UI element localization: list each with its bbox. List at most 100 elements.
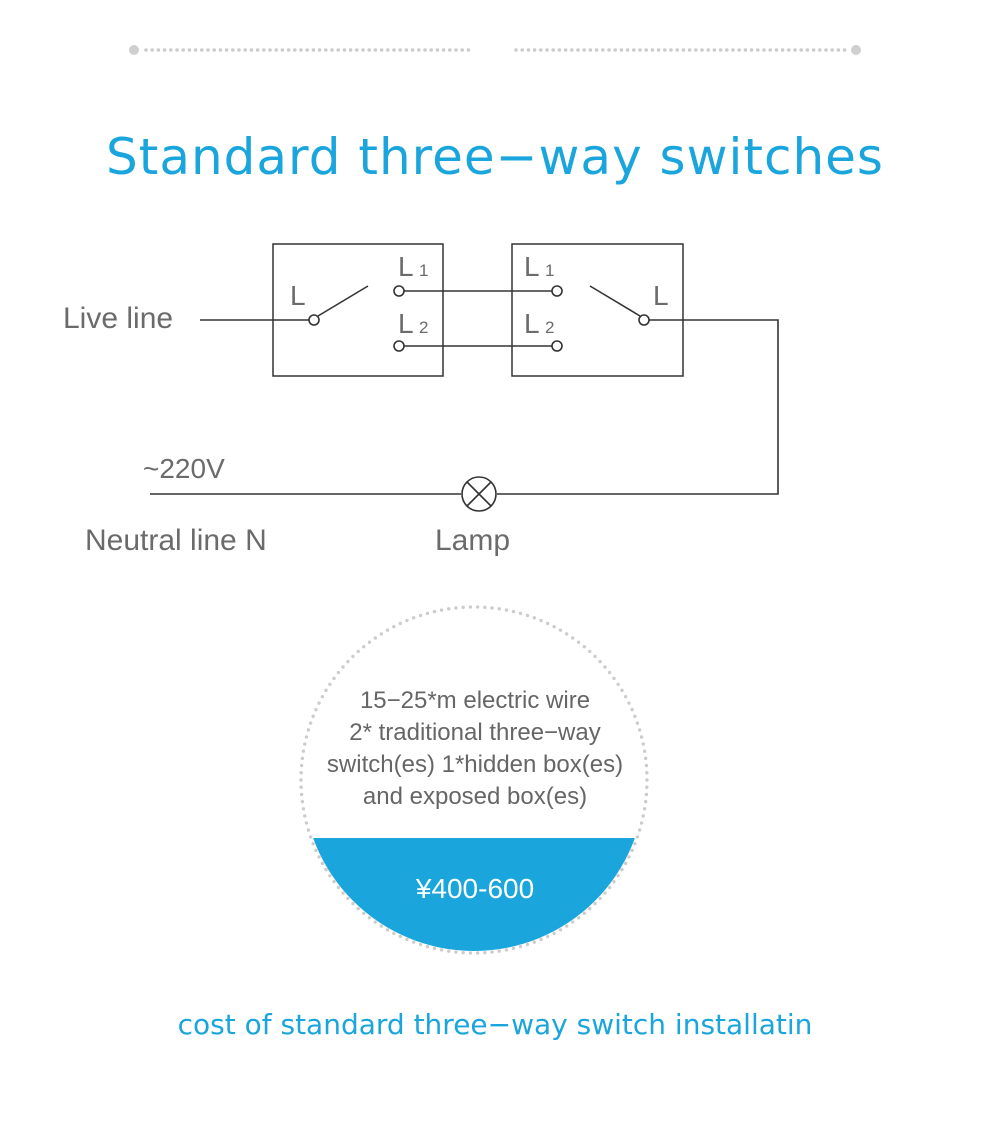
divider-dot [663, 48, 667, 52]
circle-border-dot [643, 799, 648, 804]
circle-border-dot [468, 951, 473, 955]
circle-border-dot [328, 682, 332, 686]
circle-border-dot [439, 948, 444, 952]
circle-border-dot [336, 885, 341, 890]
divider-dot [675, 48, 679, 52]
divider-dot [187, 48, 192, 52]
divider-dot [169, 48, 173, 52]
circle-border-dot [483, 950, 487, 955]
divider-dot [756, 48, 760, 52]
circle-border-dot [552, 624, 556, 629]
circle-border-dot [627, 701, 631, 705]
circle-border-dot [299, 792, 304, 797]
circle-border-dot [418, 613, 423, 618]
circle-border-dot [607, 885, 612, 890]
divider-dot [429, 48, 434, 52]
divider-dot [435, 48, 440, 52]
divider-dot [706, 48, 710, 52]
switch1-lever [317, 285, 369, 317]
divider-dot [293, 48, 297, 52]
circle-border-dot [300, 756, 305, 761]
cost-line-2: 2* traditional three−way [349, 719, 601, 746]
divider-dot [448, 48, 452, 52]
circle-border-dot [511, 609, 516, 614]
circle-border-dot [367, 640, 372, 644]
circle-border-dot [385, 628, 390, 632]
circle-border-dot [367, 916, 372, 920]
circle-border-dot [432, 609, 437, 614]
circle-border-dot [545, 934, 550, 939]
divider-dot [694, 48, 698, 52]
circle-border-dot [639, 735, 644, 739]
circle-border-dot [637, 728, 642, 732]
circle-border-dot [598, 659, 602, 664]
switch1-l2-subscript: 2 [419, 318, 428, 337]
divider-dot [818, 48, 822, 52]
switch2-common-terminal [638, 314, 650, 326]
circle-border-dot [320, 694, 325, 699]
divider-end-left [129, 45, 139, 55]
circle-border-dot [644, 792, 649, 797]
cost-circle-dotted-border [299, 605, 649, 955]
cost-line-1: 15−25*m electric wire [359, 687, 591, 714]
divider-dot [638, 48, 642, 52]
divider-dot [712, 48, 717, 52]
divider-dot [200, 48, 204, 52]
divider-dot [570, 48, 574, 52]
circle-border-dot [392, 624, 396, 629]
circle-border-dot [558, 928, 563, 932]
circle-border-dot [328, 874, 332, 878]
circle-border-dot [299, 785, 303, 789]
top-divider [129, 45, 861, 55]
divider-dot [743, 48, 748, 52]
divider-dot [718, 48, 723, 52]
divider-dot [280, 48, 285, 52]
divider-dot [725, 48, 729, 52]
divider-dot [619, 48, 624, 52]
divider-dot [737, 48, 741, 52]
cost-description: 15−25*m electric wire 2* traditional thr… [300, 685, 650, 813]
divider-dot [532, 48, 537, 52]
divider-dot [687, 48, 692, 52]
divider-dot [268, 48, 272, 52]
divider-dot [392, 48, 396, 52]
divider-dot [601, 48, 605, 52]
circle-border-dot [588, 649, 592, 654]
circle-border-dot [418, 942, 423, 947]
circle-border-dot [379, 924, 384, 928]
switch1-common-terminal [308, 314, 320, 326]
circle-border-dot [616, 874, 620, 878]
circle-border-dot [620, 867, 624, 872]
divider-dot [731, 48, 735, 52]
circle-border-dot [612, 879, 616, 884]
divider-dot [218, 48, 223, 52]
divider-dot [466, 48, 471, 52]
circle-border-dot [324, 688, 328, 693]
circle-border-dot [447, 949, 451, 953]
circle-border-dot [346, 896, 350, 901]
divider-dot [768, 48, 772, 52]
circle-border-dot [392, 931, 396, 936]
divider-dot [274, 48, 279, 52]
switch1-l2-terminal [393, 340, 405, 352]
divider-dot [299, 48, 303, 52]
divider-dot [330, 48, 334, 52]
divider-dot [557, 48, 562, 52]
divider-dot [644, 48, 648, 52]
divider-dot [212, 48, 216, 52]
divider-dot [780, 48, 785, 52]
divider-dot [249, 48, 254, 52]
circle-border-dot [588, 906, 592, 911]
circle-border-dot [645, 785, 649, 789]
circle-border-dot [633, 841, 637, 846]
switch2-l2-terminal [551, 340, 563, 352]
divider-dot [793, 48, 797, 52]
circle-border-dot [630, 707, 634, 712]
divider-dot [286, 48, 291, 52]
circle-border-dot [341, 665, 345, 669]
divider-dot [762, 48, 766, 52]
circle-border-dot [454, 950, 458, 954]
divider-dot [625, 48, 630, 52]
lamp-label: Lamp [435, 524, 510, 557]
switch2-l1-label: L [524, 251, 540, 282]
